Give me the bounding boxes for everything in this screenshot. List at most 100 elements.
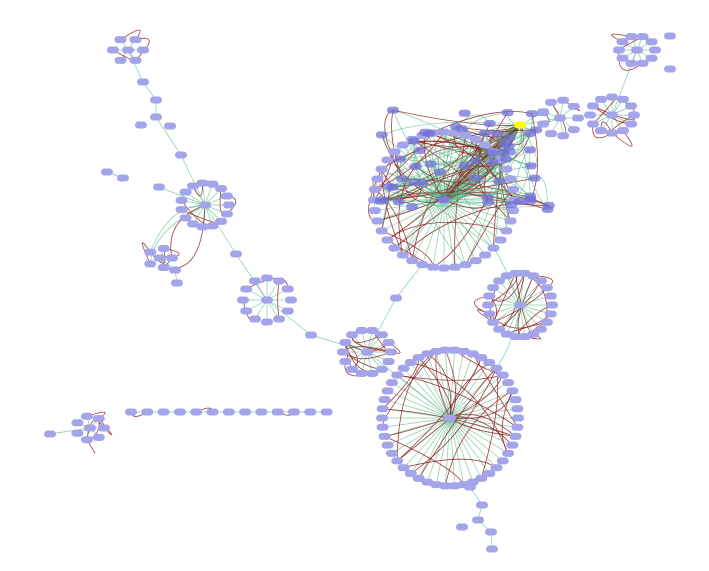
graph-node[interactable]: [472, 516, 484, 524]
graph-node[interactable]: [404, 470, 417, 478]
graph-node[interactable]: [503, 134, 516, 142]
graph-node[interactable]: [584, 111, 596, 119]
graph-node[interactable]: [496, 457, 509, 465]
graph-node[interactable]: [524, 162, 537, 170]
graph-node[interactable]: [636, 33, 649, 41]
graph-node[interactable]: [394, 155, 407, 163]
graph-node[interactable]: [540, 318, 553, 326]
graph-node[interactable]: [595, 127, 607, 135]
graph-node[interactable]: [396, 141, 409, 149]
graph-node[interactable]: [541, 205, 554, 213]
graph-node[interactable]: [512, 414, 524, 422]
graph-node[interactable]: [388, 244, 401, 252]
graph-node[interactable]: [544, 310, 557, 318]
graph-node[interactable]: [438, 264, 450, 272]
graph-node[interactable]: [355, 369, 368, 377]
graph-node[interactable]: [150, 96, 162, 104]
graph-node[interactable]: [507, 207, 520, 215]
graph-node[interactable]: [355, 327, 368, 335]
graph-node[interactable]: [385, 348, 397, 356]
graph-node[interactable]: [220, 192, 233, 200]
graph-node[interactable]: [135, 121, 147, 129]
graph-node[interactable]: [645, 38, 658, 46]
graph-node[interactable]: [407, 137, 420, 145]
graph-node[interactable]: [540, 284, 553, 292]
graph-node[interactable]: [375, 365, 388, 373]
graph-node[interactable]: [125, 408, 137, 416]
graph-node[interactable]: [534, 325, 547, 333]
graph-node[interactable]: [84, 424, 96, 432]
graph-node[interactable]: [339, 358, 352, 366]
graph-node[interactable]: [366, 327, 379, 335]
graph-node[interactable]: [476, 501, 488, 509]
graph-node[interactable]: [171, 279, 183, 287]
graph-node[interactable]: [375, 331, 388, 339]
graph-node[interactable]: [490, 364, 503, 372]
graph-node[interactable]: [273, 277, 285, 285]
graph-node[interactable]: [392, 198, 405, 206]
graph-node[interactable]: [92, 433, 105, 441]
graph-node[interactable]: [494, 236, 507, 244]
graph-node[interactable]: [206, 408, 219, 416]
graph-node[interactable]: [137, 46, 149, 54]
graph-node[interactable]: [506, 387, 519, 395]
graph-node[interactable]: [628, 111, 640, 119]
graph-node[interactable]: [187, 182, 199, 190]
graph-node[interactable]: [616, 38, 629, 46]
graph-node[interactable]: [339, 338, 352, 346]
graph-node[interactable]: [92, 415, 105, 423]
graph-node[interactable]: [625, 120, 638, 128]
graph-node[interactable]: [470, 174, 483, 182]
graph-node[interactable]: [493, 325, 506, 333]
graph-node[interactable]: [255, 408, 268, 416]
graph-node[interactable]: [396, 251, 409, 259]
graph-node[interactable]: [475, 354, 488, 362]
graph-node[interactable]: [381, 441, 394, 449]
graph-node[interactable]: [44, 430, 56, 438]
graph-node[interactable]: [164, 122, 176, 130]
graph-node[interactable]: [557, 96, 570, 104]
graph-node[interactable]: [371, 217, 384, 225]
graph-node[interactable]: [486, 149, 499, 157]
graph-node[interactable]: [595, 95, 607, 103]
graph-node[interactable]: [416, 261, 429, 269]
graph-node[interactable]: [378, 432, 391, 440]
graph-node[interactable]: [114, 36, 127, 44]
graph-node[interactable]: [371, 175, 384, 183]
graph-node[interactable]: [483, 310, 496, 318]
graph-node[interactable]: [144, 248, 157, 256]
graph-node[interactable]: [427, 263, 440, 271]
graph-node[interactable]: [518, 333, 531, 341]
graph-node[interactable]: [80, 436, 93, 444]
graph-node[interactable]: [449, 123, 462, 131]
graph-node[interactable]: [504, 175, 517, 183]
graph-node[interactable]: [153, 183, 165, 191]
graph-node[interactable]: [475, 474, 488, 482]
graph-node[interactable]: [664, 32, 676, 40]
graph-node[interactable]: [157, 244, 170, 252]
graph-node[interactable]: [438, 128, 450, 136]
graph-node[interactable]: [412, 474, 425, 482]
graph-node[interactable]: [385, 449, 398, 457]
graph-node[interactable]: [483, 292, 496, 300]
graph-node[interactable]: [664, 65, 676, 73]
graph-node[interactable]: [557, 132, 570, 140]
graph-node[interactable]: [137, 78, 149, 86]
graph-node[interactable]: [141, 408, 154, 416]
graph-node[interactable]: [405, 203, 418, 211]
graph-node[interactable]: [509, 396, 522, 404]
graph-node[interactable]: [129, 56, 142, 64]
graph-node[interactable]: [382, 358, 395, 366]
graph-node[interactable]: [458, 162, 471, 170]
graph-node[interactable]: [459, 131, 472, 139]
graph-node[interactable]: [144, 260, 157, 268]
graph-node[interactable]: [404, 358, 417, 366]
graph-node[interactable]: [406, 257, 419, 265]
graph-node[interactable]: [388, 148, 401, 156]
graph-node[interactable]: [586, 102, 599, 110]
graph-node[interactable]: [281, 307, 294, 315]
graph-node[interactable]: [421, 350, 434, 358]
graph-node[interactable]: [396, 175, 409, 183]
graph-node[interactable]: [337, 348, 349, 356]
graph-node[interactable]: [175, 206, 188, 214]
